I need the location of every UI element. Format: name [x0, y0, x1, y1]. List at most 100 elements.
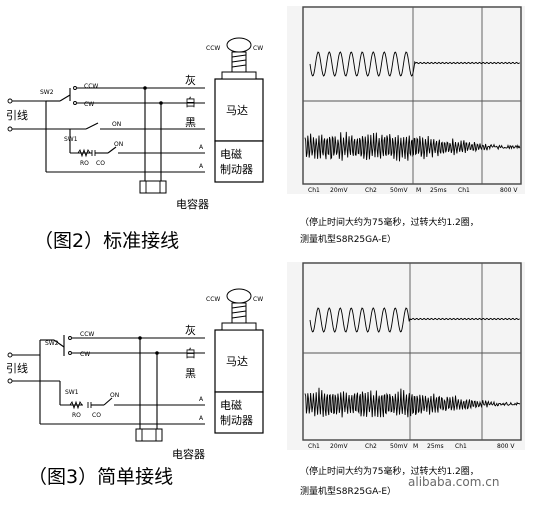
note-simple-1: （停止时间大约为75毫秒，过转大约1.2圈，	[300, 465, 479, 477]
scope-scale-trig: Ch1	[458, 187, 470, 194]
on1-label: ON	[112, 121, 121, 128]
shaft-hatch-3	[231, 315, 247, 319]
capacitor-box	[139, 180, 167, 194]
scope-scale-trig: Ch1	[455, 443, 467, 450]
cw-contact	[73, 101, 77, 105]
scope-background	[287, 6, 525, 194]
sw1b-blade	[107, 146, 117, 154]
sw2-blade	[59, 94, 71, 102]
shaft-hatch-1	[231, 54, 247, 58]
waveform-sine-top	[309, 307, 520, 333]
scope-scale-ch1-volt: 20mV	[330, 187, 348, 194]
top-ccw-label: CCW	[206, 45, 220, 52]
rotation-dial	[226, 288, 252, 304]
wire-gray-label: 灰	[185, 323, 196, 337]
node-ccw	[143, 86, 147, 90]
figure-simple-wiring: 引线 SW2 CCW CW SW1 RO CO ON A A	[6, 288, 264, 488]
note-standard-2: 测量机型S8R25GA-E）	[300, 233, 396, 245]
sw1-label: SW1	[64, 136, 78, 143]
a1-label: A	[199, 396, 204, 403]
scope-scale-ch1: Ch1	[308, 187, 320, 194]
wire-white-label: 白	[185, 346, 196, 360]
oscilloscope-simple: Ch1 20mV Ch2 50mV M 25ms Ch1 800 V	[287, 262, 525, 450]
shaft-hatch-2	[231, 310, 247, 314]
capacitor-box	[135, 428, 163, 442]
on2-label: ON	[114, 141, 123, 148]
a2-label: A	[199, 415, 204, 422]
rotation-dial	[226, 37, 252, 53]
ro-label: RO	[72, 412, 81, 419]
scope-scale-ch1-volt: 20mV	[330, 443, 348, 450]
lead-terminal-bottom	[7, 378, 13, 384]
co-label: CO	[96, 160, 105, 167]
waveform-sine-top	[309, 51, 520, 77]
wire-black-label: 黑	[185, 367, 196, 380]
a1-label: A	[199, 144, 204, 151]
note-standard-1: （停止时间大约为75毫秒，过转大约1.2圈，	[300, 216, 479, 228]
capacitor-label: 电容器	[176, 197, 209, 211]
scope-scale-ch1: Ch1	[308, 443, 320, 450]
waveform-decay-bottom	[304, 387, 521, 418]
scope-scale-m: M	[416, 187, 421, 194]
scope-frame	[302, 262, 522, 441]
brake-box	[214, 140, 264, 183]
sw2-label: SW2	[40, 89, 54, 96]
lead-terminal-top	[7, 352, 13, 358]
sw2-label: SW2	[45, 340, 59, 347]
scope-scale-ch2: Ch2	[365, 187, 377, 194]
sw2-blade	[53, 339, 65, 348]
ccw-label: CCW	[84, 83, 98, 90]
wire-black-label: 黑	[185, 116, 196, 129]
ccw-contact	[68, 336, 72, 340]
top-cw-label: CW	[253, 296, 263, 303]
shaft-hatch-1	[231, 305, 247, 309]
ccw-label: CCW	[80, 331, 94, 338]
brake-label-1: 电磁	[220, 148, 242, 161]
oscilloscope-standard: Ch1 20mV Ch2 50mV M 25ms Ch1 800 V	[287, 6, 525, 194]
top-ccw-label: CCW	[206, 296, 220, 303]
figure2-caption: （图2）标准接线	[34, 230, 179, 252]
watermark-text: alibaba.com.cn	[408, 475, 499, 489]
motor-flange	[221, 71, 257, 80]
cw-label: CW	[84, 101, 94, 108]
resistor-ro	[69, 400, 83, 410]
wire-white-label: 白	[185, 95, 196, 109]
cw-label: CW	[80, 351, 90, 358]
scope-scale-ch2: Ch2	[365, 443, 377, 450]
shaft-hatch-3	[231, 64, 247, 68]
capacitor-label: 电容器	[172, 447, 205, 461]
scope-scale-level: 800 V	[500, 187, 518, 194]
lead-label: 引线	[6, 361, 28, 375]
on1-label: ON	[110, 392, 119, 399]
a2-label: A	[199, 163, 204, 170]
co-label: CO	[92, 412, 101, 419]
scope-scale-ch2-volt: 50mV	[390, 187, 408, 194]
sw1-blade	[103, 397, 113, 406]
wire-gray-label: 灰	[185, 73, 196, 87]
sw1-blade	[85, 122, 99, 130]
scope-scale-time: 25ms	[427, 443, 444, 450]
motor-flange	[221, 322, 257, 331]
scope-background	[287, 262, 525, 450]
brake-label-2: 制动器	[220, 163, 253, 176]
lead-label: 引线	[6, 108, 28, 122]
resistor-ro	[77, 148, 91, 158]
brake-box	[214, 391, 264, 434]
figure-standard-wiring: 引线 SW2 CCW CW SW1 ON RO CO ON A	[6, 37, 264, 252]
cw-contact	[68, 351, 72, 355]
motor-label: 马达	[226, 104, 248, 117]
node-cw	[159, 101, 163, 105]
ro-label: RO	[80, 160, 89, 167]
ccw-contact	[73, 86, 77, 90]
note-simple-2: 测量机型S8R25GA-E）	[300, 485, 396, 497]
scope-scale-m: M	[413, 443, 418, 450]
waveform-decay-bottom	[304, 131, 521, 162]
motor-label: 马达	[226, 355, 248, 368]
lead-terminal-bottom	[7, 126, 13, 132]
sw1-label: SW1	[65, 389, 79, 396]
shaft-hatch-2	[231, 59, 247, 63]
node-cw	[155, 351, 159, 355]
lead-terminal-top	[7, 98, 13, 104]
scope-scale-time: 25ms	[430, 187, 447, 194]
